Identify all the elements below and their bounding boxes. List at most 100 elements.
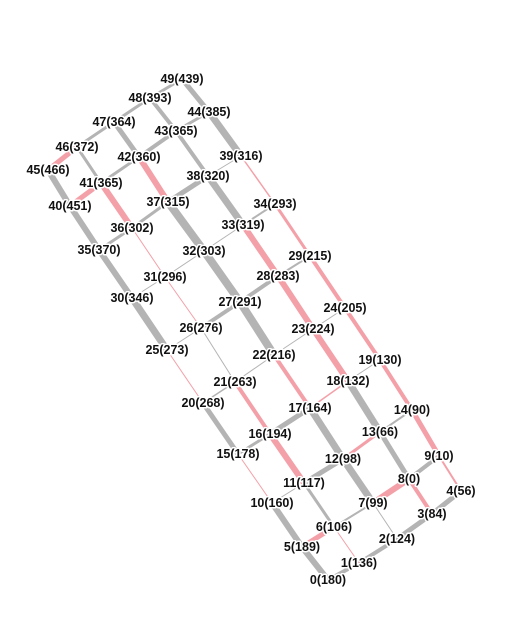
edge-3-8 [407, 477, 434, 516]
node-label-21: 21(263) [213, 375, 256, 389]
node-label-42: 42(360) [117, 150, 160, 164]
edge-18-19 [347, 359, 381, 382]
edge-17-22 [272, 353, 312, 410]
graph-edges [45, 77, 463, 582]
node-label-25: 25(273) [145, 343, 188, 357]
edge-44-49 [180, 77, 211, 114]
node-label-41: 41(365) [79, 176, 122, 190]
edge-2-3 [395, 511, 434, 542]
edge-9-14 [409, 408, 442, 458]
edge-33-34 [242, 203, 276, 226]
node-label-38: 38(320) [186, 169, 229, 183]
edge-45-46 [46, 145, 79, 172]
edge-46-47 [76, 120, 115, 149]
edge-20-25 [166, 349, 204, 404]
edge-13-18 [345, 379, 383, 434]
edge-5-10 [269, 501, 305, 549]
edge-28-33 [240, 223, 281, 278]
node-label-18: 18(132) [326, 374, 369, 388]
edge-7-8 [371, 476, 411, 506]
edge-7-12 [340, 457, 376, 505]
edge-23-28 [275, 274, 316, 331]
node-label-14: 14(90) [394, 403, 430, 417]
edge-36-41 [98, 181, 135, 230]
node-label-27: 27(291) [218, 295, 261, 309]
edge-32-37 [164, 199, 208, 254]
node-label-48: 48(393) [128, 91, 171, 105]
node-label-9: 9(10) [424, 449, 453, 463]
node-label-49: 49(439) [160, 72, 203, 86]
node-label-19: 19(130) [358, 353, 401, 367]
edge-36-37 [131, 200, 169, 230]
edge-23-24 [312, 307, 346, 330]
edge-21-22 [234, 354, 275, 383]
edge-14-19 [378, 358, 414, 412]
edge-47-48 [113, 96, 151, 124]
node-label-29: 29(215) [288, 249, 331, 263]
node-label-3: 3(84) [417, 507, 446, 521]
node-label-40: 40(451) [48, 199, 91, 213]
edge-0-5 [299, 545, 331, 582]
edge-20-21 [202, 381, 236, 404]
edge-1-2 [357, 537, 399, 565]
edge-27-28 [238, 274, 280, 304]
edge-19-24 [343, 306, 382, 362]
node-label-1: 1(136) [341, 556, 377, 570]
edge-43-48 [148, 96, 178, 133]
edge-4-9 [438, 455, 462, 492]
node-label-44: 44(385) [187, 105, 230, 119]
graph-node-labels: 0(180)1(136)2(124)3(84)4(56)5(189)6(106)… [25, 71, 477, 589]
edge-40-41 [68, 180, 103, 209]
edge-28-29 [277, 255, 311, 277]
edge-26-27 [199, 300, 242, 330]
edge-48-49 [149, 77, 183, 100]
node-label-17: 17(164) [288, 401, 331, 415]
edge-12-17 [307, 406, 346, 461]
node-label-15: 15(178) [216, 447, 259, 461]
node-label-8: 8(0) [398, 472, 420, 486]
edge-37-42 [136, 155, 171, 204]
node-label-23: 23(224) [291, 322, 334, 336]
edge-0-1 [327, 561, 360, 582]
edge-22-27 [236, 299, 278, 358]
node-label-12: 12(98) [325, 452, 361, 466]
edge-24-29 [308, 254, 347, 310]
node-label-24: 24(205) [323, 301, 366, 315]
node-label-4: 4(56) [446, 484, 475, 498]
edge-33-38 [205, 173, 246, 228]
node-label-10: 10(160) [250, 496, 293, 510]
edge-26-31 [164, 276, 202, 329]
edge-37-38 [166, 173, 210, 205]
edge-42-47 [111, 120, 142, 159]
edge-16-17 [268, 405, 312, 437]
edge-38-43 [174, 129, 210, 178]
edge-11-12 [302, 456, 345, 486]
node-label-30: 30(346) [110, 291, 153, 305]
edge-8-9 [407, 454, 441, 481]
edge-40-45 [45, 168, 73, 208]
edge-35-40 [67, 204, 102, 252]
edge-30-35 [96, 248, 135, 300]
edge-5-6 [300, 524, 336, 550]
node-label-35: 35(370) [77, 243, 120, 257]
node-label-20: 20(268) [181, 396, 224, 410]
edge-15-20 [200, 401, 241, 456]
edge-34-39 [240, 155, 276, 205]
node-label-32: 32(303) [182, 244, 225, 258]
edge-31-32 [164, 250, 205, 278]
node-label-22: 22(216) [252, 348, 295, 362]
node-label-31: 31(296) [143, 270, 186, 284]
edge-10-15 [237, 453, 273, 504]
edge-6-7 [333, 502, 374, 528]
edge-30-31 [131, 276, 166, 299]
edge-15-16 [237, 432, 271, 456]
node-label-33: 33(319) [221, 218, 264, 232]
edge-42-43 [137, 129, 178, 159]
node-label-5: 5(189) [284, 540, 320, 554]
edge-29-34 [273, 203, 312, 257]
edge-39-44 [206, 109, 244, 159]
edge-27-32 [200, 248, 244, 305]
node-label-28: 28(283) [256, 269, 299, 283]
edge-43-44 [175, 110, 210, 133]
node-label-46: 46(372) [55, 140, 98, 154]
